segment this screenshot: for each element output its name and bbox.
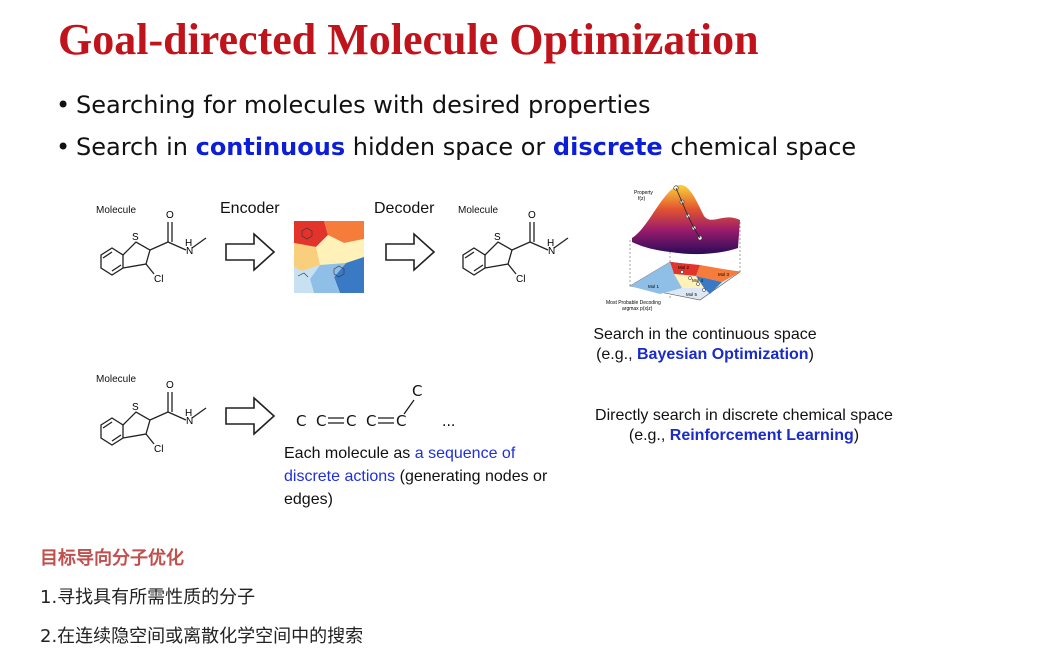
bullet-item-1: •Searching for molecules with desired pr…	[56, 88, 856, 130]
molecule-label: Molecule	[96, 205, 137, 216]
discrete-caption-line1: Directly search in discrete chemical spa…	[595, 407, 893, 424]
arrow-right-icon	[385, 232, 436, 272]
chain-atom-c: C	[412, 382, 422, 400]
molecule-label-2: Molecule	[458, 205, 499, 216]
surface-axis-label: Property	[634, 190, 653, 196]
chinese-line-2: 2.在连续隐空间或离散化学空间中的搜索	[40, 626, 364, 647]
chinese-title: 目标导向分子优化	[40, 548, 184, 569]
chinese-line-1: 1.寻找具有所需性质的分子	[40, 587, 256, 608]
sequence-caption: Each molecule as a sequence of discrete …	[284, 442, 554, 511]
molecule-structure: S O N H Cl	[100, 210, 207, 285]
property-surface-plot: Property f(z) Most Probable Decoding arg…	[606, 184, 741, 312]
map-label-mol5: Mol 5	[686, 292, 698, 297]
bond	[167, 241, 187, 251]
atom-s: S	[132, 232, 139, 243]
atom-h: H	[185, 408, 192, 419]
atom-n: N	[186, 416, 193, 427]
chain-atom-c: C	[396, 412, 406, 430]
surface-mesh	[632, 184, 740, 255]
map-label-mol2: Mol 2	[678, 265, 690, 270]
atom-n: N	[186, 246, 193, 257]
caption-suffix: )	[853, 427, 860, 444]
bond	[191, 237, 207, 249]
map-label-mol4: Mol 4	[692, 278, 704, 283]
encoder-label: Encoder	[220, 200, 280, 217]
arrow-right-icon	[225, 396, 276, 436]
double-bond	[102, 251, 113, 259]
sequence-caption-post: (generating nodes or edges)	[284, 468, 548, 508]
chain-atom-c: C	[346, 412, 356, 430]
chain-ellipsis: ...	[442, 414, 455, 430]
reinforcement-learning-highlight: Reinforcement Learning	[669, 427, 854, 444]
sequence-highlight: a sequence of discrete actions	[284, 445, 516, 485]
surface-axis-sub: f(z)	[638, 196, 646, 202]
surface-bottom-label-2: argmax p(x|z)	[622, 306, 653, 312]
highlight-discrete: discrete	[552, 133, 663, 161]
map-label-mol1: Mol 1	[648, 284, 660, 289]
carbon-chain: C C C C C C ...	[296, 382, 455, 430]
bullet-list: •Searching for molecules with desired pr…	[56, 88, 856, 172]
chain-atom-c: C	[316, 412, 326, 430]
bond	[149, 241, 169, 251]
sequence-caption-pre: Each molecule as	[284, 445, 415, 462]
discrete-caption-line2: (e.g., Reinforcement Learning)	[574, 427, 914, 445]
atom-h: H	[185, 238, 192, 249]
arrow-right-icon	[225, 232, 276, 272]
atom-o: O	[166, 210, 174, 221]
caption-suffix: )	[808, 346, 814, 363]
slide-title: Goal-directed Molecule Optimization	[58, 15, 759, 64]
bond	[145, 263, 155, 275]
bullet-text: Searching for molecules with desired pro…	[76, 91, 651, 119]
atom-h: H	[547, 238, 554, 249]
caption-prefix: (e.g.,	[596, 346, 637, 363]
bullet-text-mid: hidden space or	[345, 133, 553, 161]
continuous-caption-line2: (e.g., Bayesian Optimization)	[575, 346, 835, 364]
continuous-caption-line1: Search in the continuous space	[593, 326, 817, 343]
surface-bottom-label-1: Most Probable Decoding	[606, 300, 661, 306]
caption-prefix: (e.g.,	[628, 427, 670, 444]
bullet-item-2: •Search in continuous hidden space or di…	[56, 130, 856, 172]
decoder-label: Decoder	[374, 200, 435, 217]
chain-atom-c: C	[366, 412, 376, 430]
bullet-text-pre: Search in	[76, 133, 196, 161]
atom-s: S	[132, 402, 139, 413]
continuous-caption: Search in the continuous space (e.g., Ba…	[575, 326, 835, 364]
atom-cl: Cl	[154, 274, 163, 285]
atom-s: S	[494, 232, 501, 243]
atom-cl: Cl	[516, 274, 525, 285]
atom-n: N	[548, 246, 555, 257]
bullet-text-post: chemical space	[662, 133, 857, 161]
bullet-dot: •	[56, 91, 71, 119]
molecule-structure: S O N H Cl	[100, 380, 207, 455]
chain-atom-c: C	[296, 412, 306, 430]
atom-o: O	[528, 210, 536, 221]
atom-o: O	[166, 380, 174, 391]
atom-cl: Cl	[154, 444, 163, 455]
molecule-label: Molecule	[96, 374, 137, 385]
bullet-dot: •	[56, 133, 71, 161]
bayesian-optimization-highlight: Bayesian Optimization	[636, 346, 809, 363]
latent-space-map	[294, 221, 364, 293]
highlight-continuous: continuous	[195, 133, 346, 161]
molecule-structure: S O N H Cl	[462, 210, 569, 285]
double-bond	[111, 264, 122, 272]
discrete-caption: Directly search in discrete chemical spa…	[574, 407, 914, 445]
map-label-mol3: Mol 3	[718, 272, 730, 277]
